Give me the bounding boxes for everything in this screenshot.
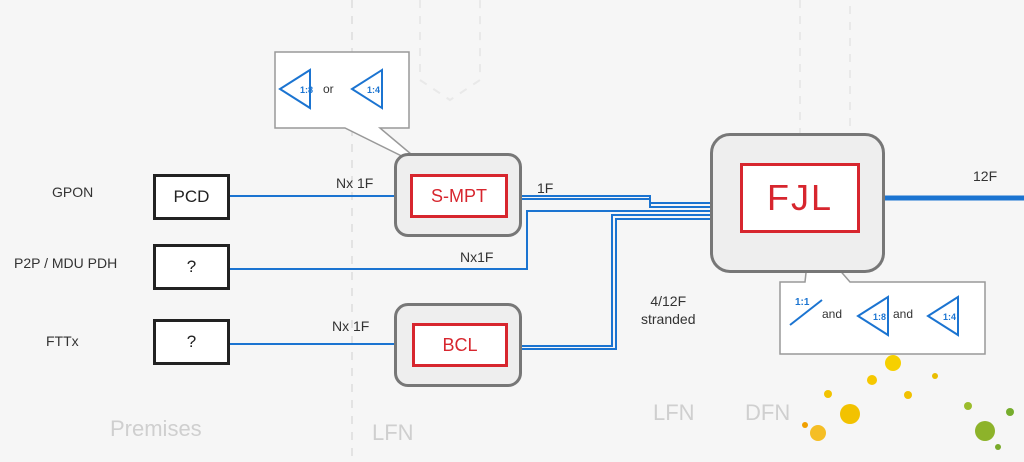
service-label-fttx: FTTx: [46, 333, 79, 349]
zone-label-premises: Premises: [110, 416, 202, 441]
splitter-icon-1-8: [278, 68, 311, 110]
callout-fjl-and-1: and: [822, 307, 842, 321]
zone-label-dfn: DFN: [745, 400, 791, 425]
strike-line: [789, 299, 823, 326]
link-p2p-fjl: [229, 210, 742, 270]
link-smpt-fjl-b: [508, 198, 742, 208]
faint-arrow-outline: [419, 0, 481, 102]
link-label-fttx-bcl: Nx 1F: [332, 318, 370, 334]
callout-fjl-struck: 1:1: [795, 297, 810, 308]
pcd-box[interactable]: PCD: [153, 174, 230, 220]
link-bcl-fjl-a: [508, 214, 742, 347]
link-label-smpt-out: 1F: [537, 180, 554, 196]
splitter-icon-1-4: [350, 68, 383, 110]
zone-label-lfn-right: LFN: [653, 400, 695, 425]
link-label-p2p: Nx1F: [460, 249, 494, 265]
callout-smpt-split-a: 1:8: [300, 85, 313, 95]
fjl-splitter-icon-1-4: [926, 295, 959, 337]
callout-smpt-bubble: [274, 51, 431, 171]
callout-fjl-split-b: 1:4: [943, 312, 956, 322]
callout-fjl-and-2: and: [893, 307, 913, 321]
callout-fjl-split-a: 1:8: [873, 312, 886, 322]
callout-smpt-split-b: 1:4: [367, 85, 380, 95]
link-bcl-fjl-b: [508, 218, 742, 350]
fiber-links: [229, 195, 742, 350]
service-label-p2p-mdu-pdh: P2P / MDU PDH: [14, 255, 118, 271]
fjl-node[interactable]: FJL: [740, 163, 860, 233]
unknown-box-fttx[interactable]: ?: [153, 319, 230, 365]
faint-zone-outline: [799, 0, 851, 151]
link-label-stranded: 4/12F stranded: [641, 293, 696, 327]
zone-label-lfn-left: LFN: [372, 420, 414, 445]
service-label-gpon: GPON: [52, 184, 94, 200]
smpt-node[interactable]: S-MPT: [410, 174, 508, 218]
callout-smpt-connector: or: [323, 82, 334, 96]
decorative-dots: [802, 355, 1014, 450]
bcl-node[interactable]: BCL: [412, 323, 508, 367]
fjl-splitter-icon-1-8: [856, 295, 889, 337]
unknown-box-p2p[interactable]: ?: [153, 244, 230, 290]
link-label-fjl-out: 12F: [973, 168, 998, 184]
link-label-gpon-smpt: Nx 1F: [336, 175, 374, 191]
